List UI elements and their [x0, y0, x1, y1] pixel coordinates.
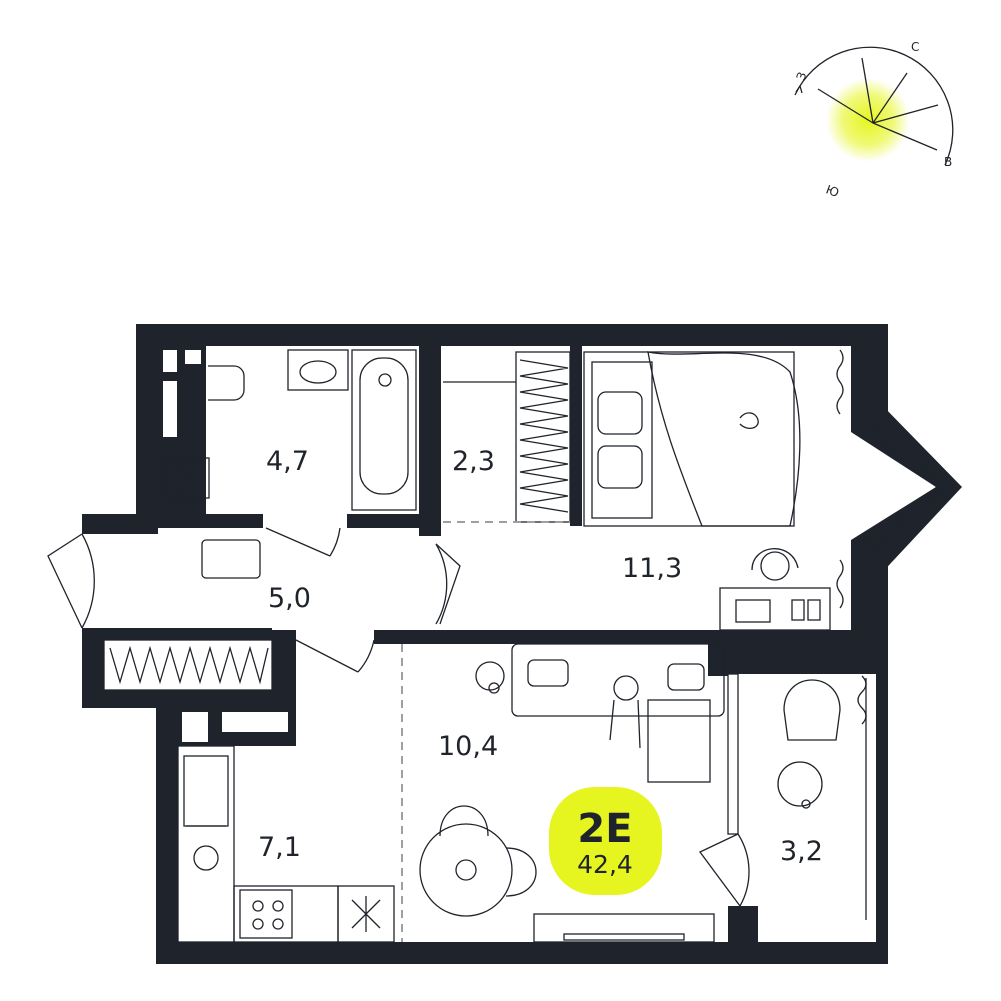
tv-stand-icon [533, 913, 715, 943]
stove-counter [233, 885, 339, 943]
compass-circle [794, 46, 954, 166]
compass-east-label: В [944, 155, 952, 169]
compass-west-label: З [794, 70, 810, 82]
bathtub-icon [351, 349, 417, 511]
kitchen-door-icon [295, 639, 359, 673]
curtain-icon [857, 675, 867, 725]
unit-badge-background [549, 787, 662, 895]
bedroom-furniture [583, 349, 844, 631]
room-area-balcony: 3,2 [780, 836, 823, 867]
pillow-icon [597, 445, 643, 489]
room-area-hallway: 5,0 [268, 583, 311, 614]
blanket-icon [647, 351, 801, 527]
laptop-icon [735, 599, 771, 623]
unit-total-area: 42,4 [577, 850, 633, 879]
living-room-furniture [401, 643, 725, 943]
ventilation-icon [164, 457, 210, 499]
bay-window [851, 400, 962, 578]
balcony-table-icon [777, 761, 823, 807]
room-area-bedroom: 11,3 [622, 553, 682, 584]
pillow-icon [597, 391, 643, 435]
sun-rays [817, 57, 939, 151]
bathroom-fixtures [164, 349, 417, 511]
fridge-icon [183, 755, 229, 827]
shoe-cabinet-icon [103, 639, 273, 691]
plant-icon [351, 896, 381, 932]
entrance-door-icon [81, 533, 95, 629]
person-icon [613, 675, 639, 701]
unit-code: 2Е [577, 806, 632, 852]
bedroom-door-icon [435, 543, 461, 625]
balcony-furniture [699, 675, 867, 920]
room-area-wardrobe: 2,3 [452, 446, 495, 477]
compass-south-label: Ю [824, 182, 841, 200]
rug-icon [201, 539, 261, 579]
cat-icon [739, 412, 759, 430]
chair-icon [505, 847, 537, 897]
desk-icon [719, 587, 831, 631]
toilet-icon [208, 365, 245, 401]
walls [82, 324, 888, 964]
cushion-icon [667, 663, 705, 691]
room-labels: 4,7 2,3 11,3 5,0 10,4 7,1 3,2 [258, 446, 823, 867]
cabinet [337, 885, 395, 943]
balcony-door-icon [699, 833, 741, 907]
sofa-icon [511, 643, 725, 717]
stove-icon [239, 889, 293, 939]
compass-arrow-icon [795, 84, 803, 94]
unit-badge: 2Е 42,4 [549, 787, 662, 895]
chair-icon [439, 805, 489, 837]
wardrobe-storage [443, 351, 571, 523]
curtain-icon [836, 559, 844, 609]
kitchen-fixtures [177, 745, 395, 943]
sink-icon [287, 349, 349, 391]
compass-north-label: С [911, 40, 919, 54]
room-area-living-room: 10,4 [438, 731, 498, 762]
room-area-bathroom: 4,7 [266, 446, 309, 477]
balcony-chair-icon [783, 679, 841, 741]
counter [177, 745, 235, 943]
kitchen-sink-icon [193, 845, 219, 871]
compass: С В Ю З [794, 40, 954, 200]
room-area-kitchen: 7,1 [258, 832, 301, 863]
flower-vase-icon [455, 859, 477, 881]
bathroom-door-icon [265, 527, 331, 557]
bed-icon [583, 351, 795, 527]
chair-icon [751, 548, 799, 571]
dining-table-icon [419, 823, 513, 917]
curtain-icon [836, 349, 844, 415]
cushion-icon [527, 659, 569, 687]
hallway-fixtures [47, 527, 461, 691]
